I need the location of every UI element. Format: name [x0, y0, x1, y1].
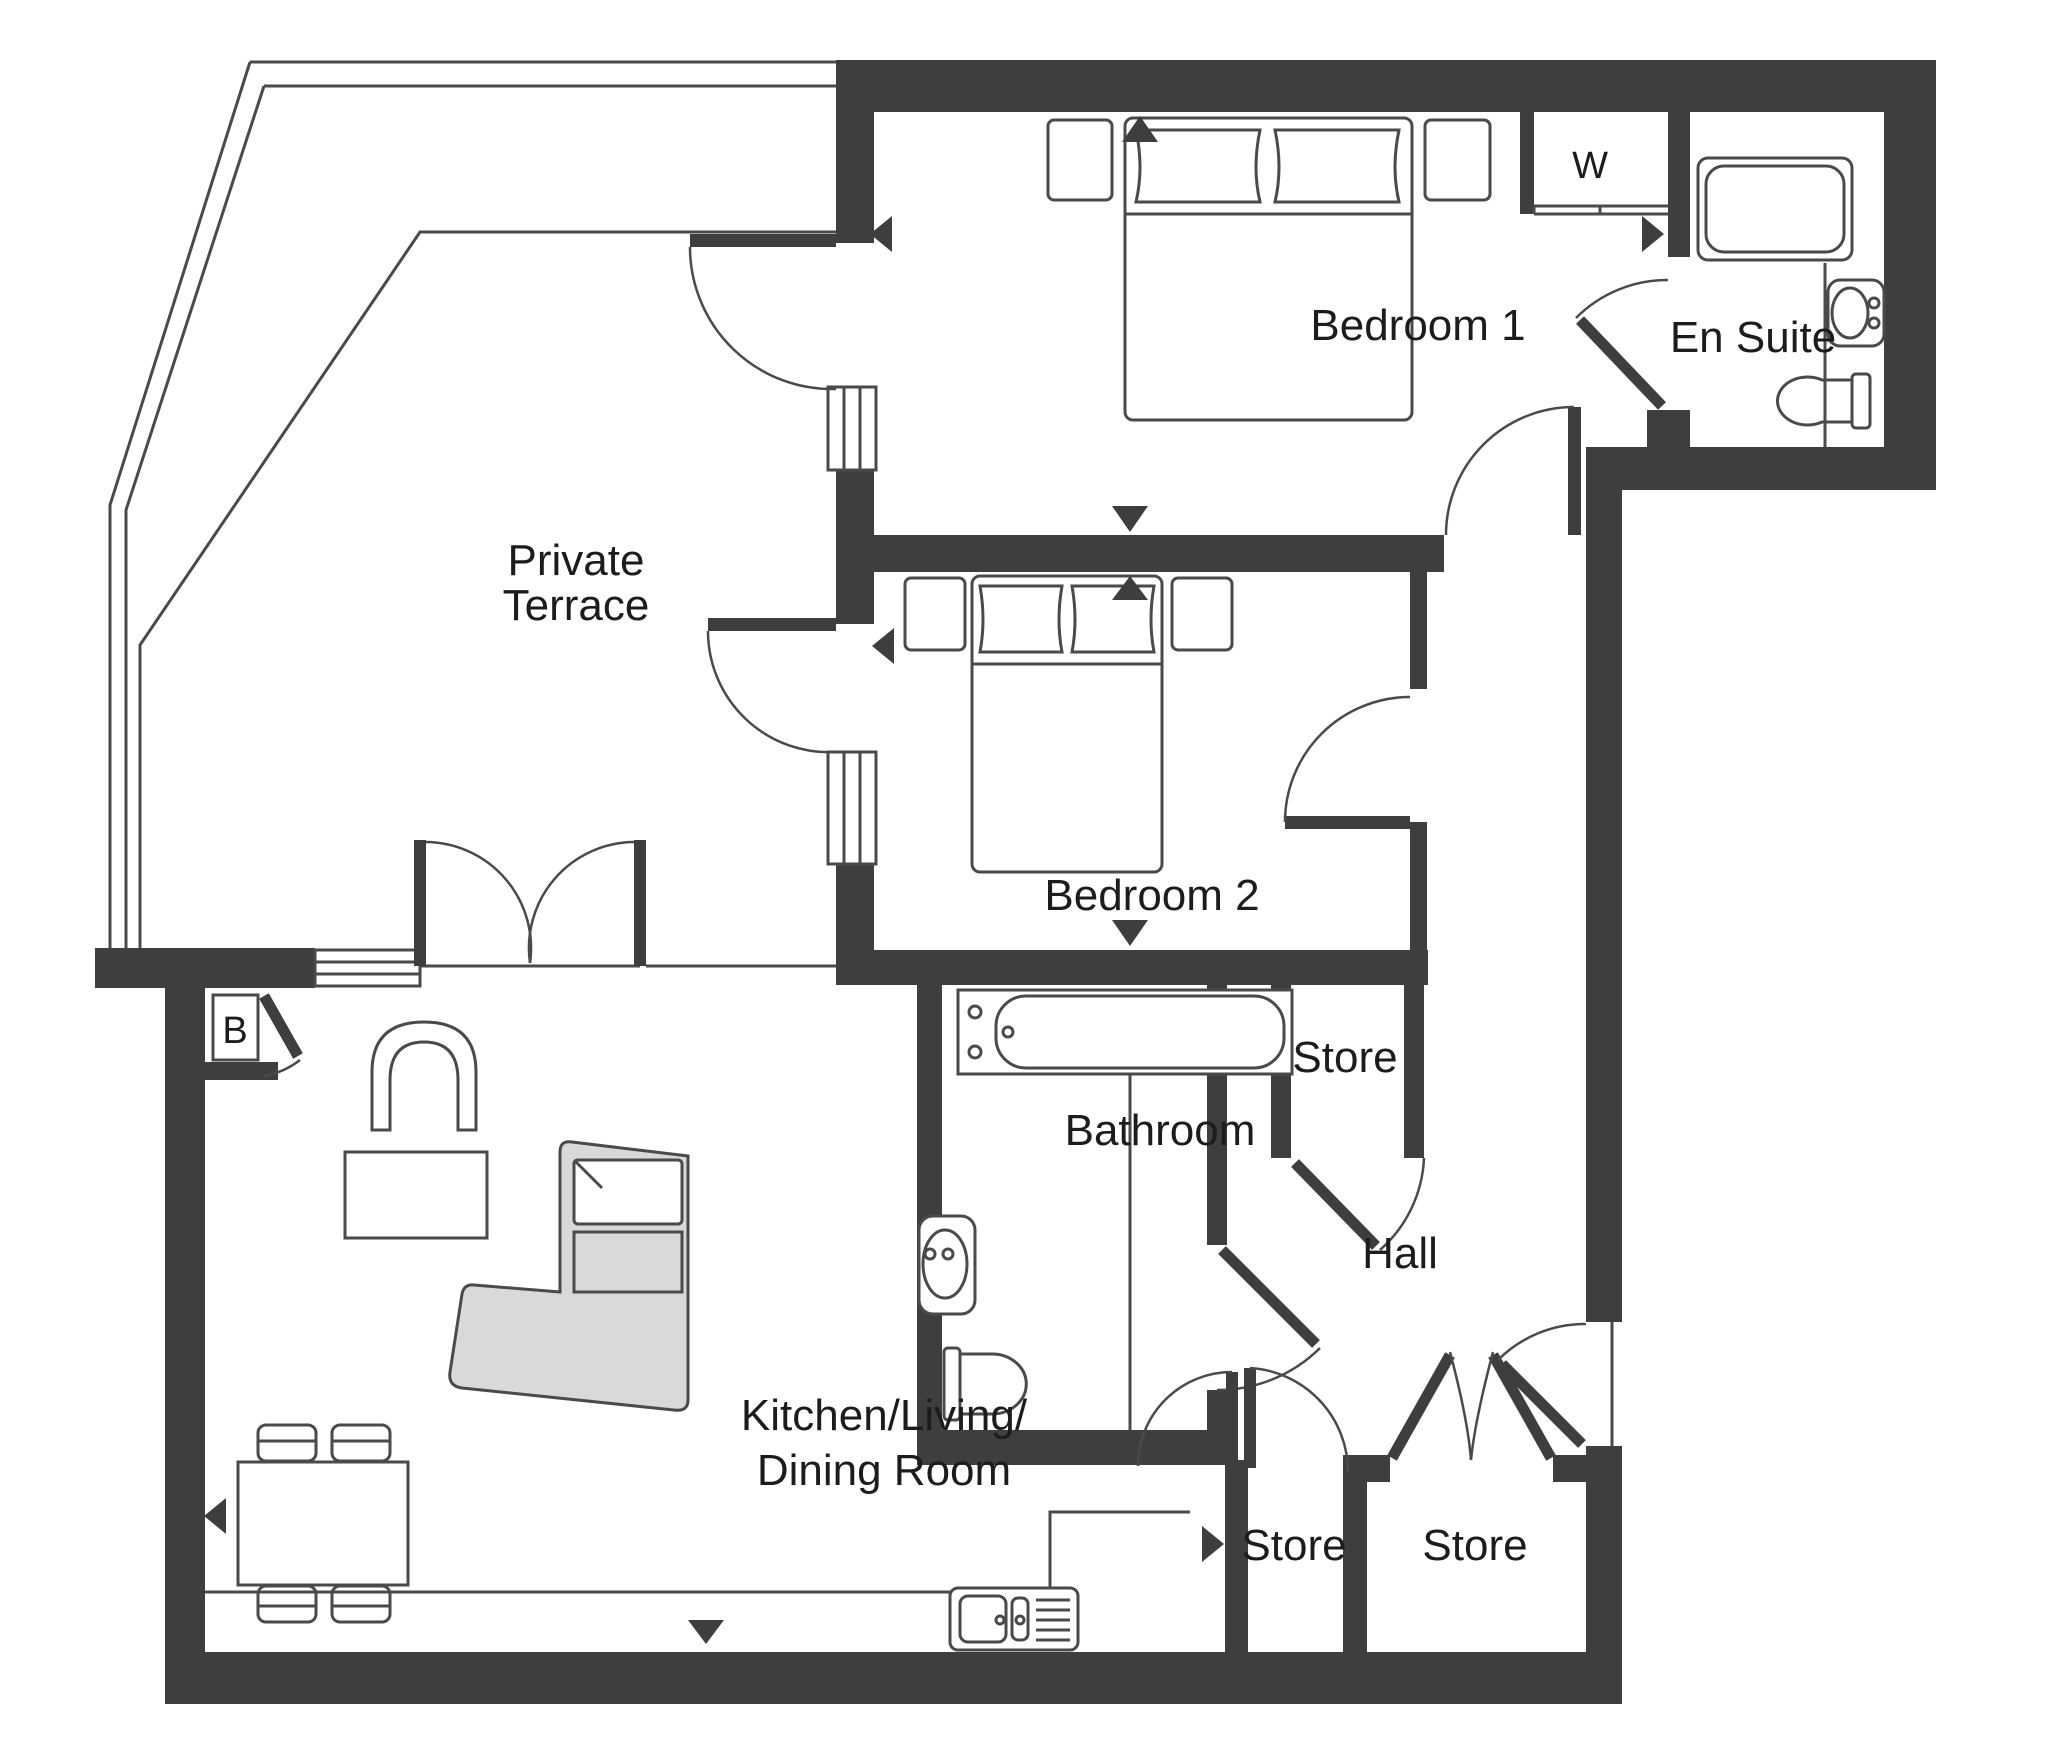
- door-kitchen-hall: [1136, 1370, 1238, 1467]
- sofa: [448, 1140, 690, 1412]
- terrace-boundary: [108, 60, 836, 948]
- label-private-terrace-2: Terrace: [503, 581, 650, 630]
- door-bedroom2: [1283, 695, 1411, 829]
- kitchen-sink: [948, 1586, 1080, 1652]
- label-bathroom: Bathroom: [1065, 1106, 1256, 1155]
- french-doors-terrace: [414, 840, 836, 968]
- door-store-bottom-left: [1244, 1366, 1350, 1473]
- sink-bathroom: [917, 1214, 977, 1316]
- label-en-suite: En Suite: [1670, 313, 1836, 362]
- toilet-ensuite: [1775, 372, 1872, 430]
- window-bedroom1: [826, 385, 878, 472]
- door-entrance: [1497, 1322, 1614, 1448]
- shower-ensuite: [1696, 156, 1854, 262]
- bed-bedroom2: [903, 574, 1234, 874]
- dining-set: [236, 1423, 410, 1624]
- label-store-bottom-right: Store: [1422, 1521, 1527, 1570]
- armchair: [370, 1020, 478, 1132]
- sink-ensuite: [1826, 278, 1886, 348]
- label-boiler: B: [222, 1010, 247, 1052]
- boiler-cupboard: [211, 993, 260, 1062]
- label-kitchen-2: Dining Room: [757, 1446, 1011, 1495]
- label-hall: Hall: [1362, 1229, 1438, 1278]
- door-bedroom2-terrace: [706, 618, 837, 754]
- bed-bedroom1: [1046, 116, 1492, 422]
- wardrobe-sliding-door: [1532, 204, 1668, 216]
- label-bedroom1: Bedroom 1: [1310, 301, 1525, 350]
- label-wardrobe: W: [1572, 145, 1608, 187]
- door-ensuite: [1575, 278, 1669, 410]
- door-store-bottom-right-bifold: [1387, 1351, 1556, 1461]
- door-bathroom: [1216, 1246, 1321, 1392]
- door-boiler: [259, 993, 303, 1078]
- coffee-table: [343, 1150, 489, 1240]
- kitchen-counter: [205, 1510, 1190, 1594]
- window-bedroom2: [826, 750, 878, 866]
- label-store-hall: Store: [1292, 1033, 1397, 1082]
- window-living: [313, 948, 422, 988]
- bath: [956, 988, 1294, 1076]
- dimension-markers: [204, 116, 1664, 1644]
- label-kitchen-1: Kitchen/Living/: [741, 1391, 1028, 1440]
- toilet-bathroom: [942, 1346, 1028, 1422]
- label-bedroom2: Bedroom 2: [1044, 871, 1259, 920]
- door-store-hall: [1291, 1157, 1426, 1251]
- walls: [95, 60, 1936, 1704]
- label-store-bottom-left: Store: [1241, 1521, 1346, 1570]
- door-bedroom1-terrace: [688, 234, 837, 391]
- label-private-terrace-1: Private: [508, 536, 645, 585]
- door-bedroom1: [1444, 405, 1581, 536]
